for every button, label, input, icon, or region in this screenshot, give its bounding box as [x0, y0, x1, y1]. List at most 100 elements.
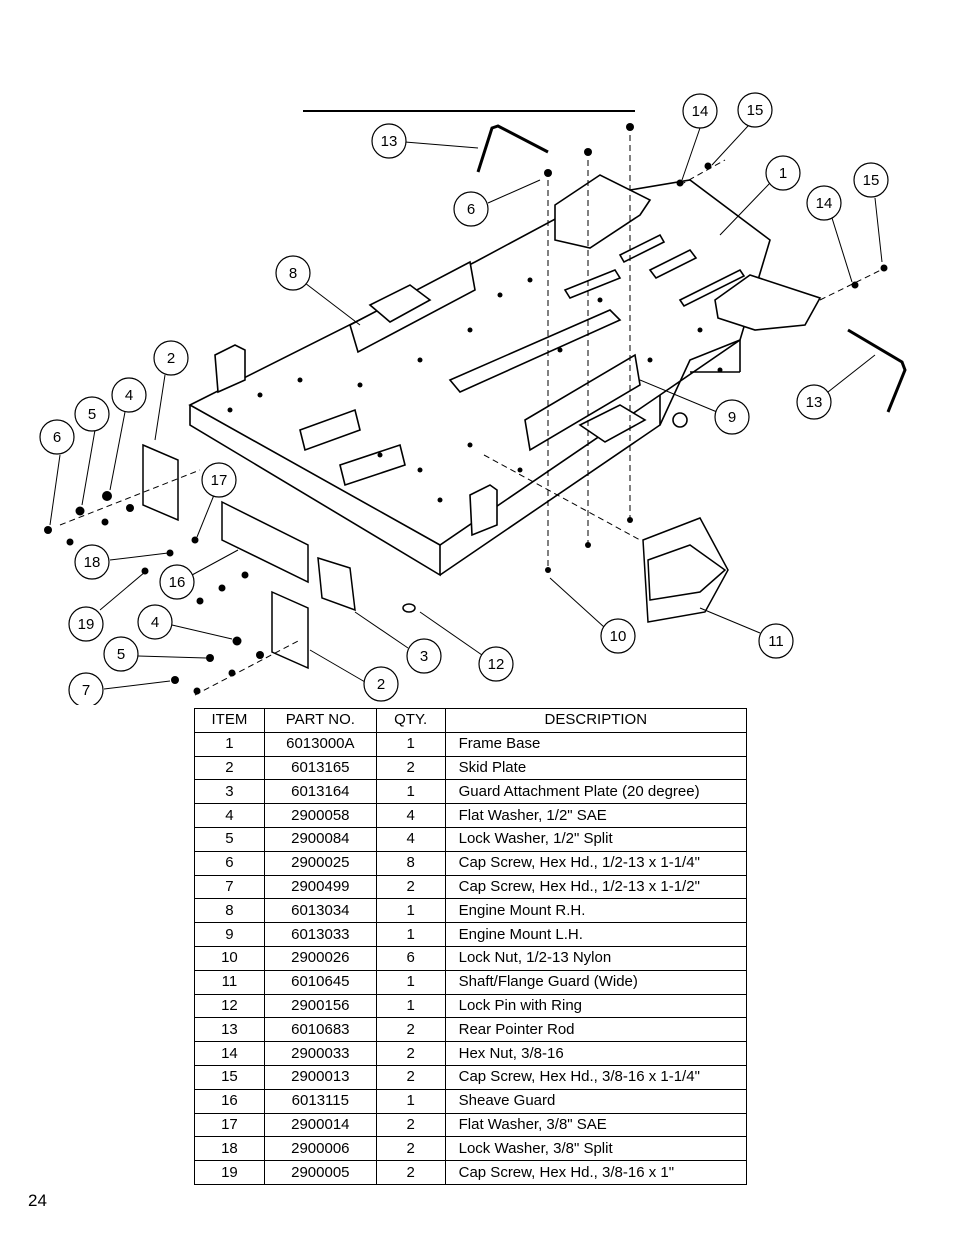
- callout-14-right: 14: [816, 195, 833, 212]
- callout-3: 3: [420, 648, 428, 665]
- table-header-row: ITEM PART NO. QTY. DESCRIPTION: [194, 708, 748, 733]
- cell-part-no: 6013000A: [263, 731, 377, 757]
- cell-qty: 1: [375, 969, 446, 995]
- cell-part-no: 6013034: [263, 898, 377, 924]
- callout-7: 7: [82, 682, 90, 699]
- cell-part-no: 6013164: [263, 779, 377, 805]
- cell-description: Lock Nut, 1/2-13 Nylon: [444, 945, 748, 971]
- header-description: DESCRIPTION: [444, 708, 748, 733]
- callout-5-lower: 5: [117, 646, 125, 663]
- cell-part-no: 2900499: [263, 874, 377, 900]
- callout-6-left: 6: [53, 429, 61, 446]
- callout-15-right: 15: [863, 172, 880, 189]
- leader-lines: [49, 125, 883, 690]
- cell-description: Lock Pin with Ring: [444, 993, 748, 1019]
- cell-description: Shaft/Flange Guard (Wide): [444, 969, 748, 995]
- cell-item: 15: [194, 1064, 265, 1090]
- cell-item: 3: [194, 779, 265, 805]
- cell-item: 16: [194, 1088, 265, 1114]
- cell-qty: 6: [375, 945, 446, 971]
- cell-part-no: 2900084: [263, 826, 377, 852]
- cell-qty: 2: [375, 1112, 446, 1138]
- cell-description: Cap Screw, Hex Hd., 3/8-16 x 1": [444, 1160, 748, 1185]
- cell-description: Cap Screw, Hex Hd., 1/2-13 x 1-1/4": [444, 850, 748, 876]
- hardware: [44, 123, 888, 695]
- cell-part-no: 6010645: [263, 969, 377, 995]
- callout-17: 17: [211, 472, 228, 489]
- callout-15-top: 15: [747, 102, 764, 119]
- cell-item: 7: [194, 874, 265, 900]
- header-qty: QTY.: [375, 708, 446, 733]
- cell-description: Rear Pointer Rod: [444, 1017, 748, 1043]
- callout-12: 12: [488, 656, 505, 673]
- cell-item: 2: [194, 755, 265, 781]
- cell-qty: 1: [375, 898, 446, 924]
- cell-item: 10: [194, 945, 265, 971]
- cell-qty: 2: [375, 1160, 446, 1185]
- cell-item: 4: [194, 803, 265, 828]
- callout-2-left: 2: [167, 350, 175, 367]
- cell-qty: 4: [375, 826, 446, 852]
- cell-description: Flat Washer, 3/8" SAE: [444, 1112, 748, 1138]
- cell-item: 1: [194, 731, 265, 757]
- cell-description: Frame Base: [444, 731, 748, 757]
- cell-qty: 1: [375, 922, 446, 947]
- cell-qty: 2: [375, 1017, 446, 1043]
- callout-labels: 13 6 14 15 1 14 15 8 2 4 5 6 17 18 16 19…: [53, 102, 880, 699]
- cell-item: 18: [194, 1136, 265, 1162]
- cell-item: 6: [194, 850, 265, 876]
- cell-qty: 2: [375, 755, 446, 781]
- cell-description: Hex Nut, 3/8-16: [444, 1041, 748, 1066]
- cell-description: Cap Screw, Hex Hd., 1/2-13 x 1-1/2": [444, 874, 748, 900]
- callout-10: 10: [610, 628, 627, 645]
- cell-part-no: 2900005: [263, 1160, 377, 1185]
- cell-part-no: 2900156: [263, 993, 377, 1019]
- assembly-lines: [59, 135, 886, 696]
- cell-part-no: 2900013: [263, 1064, 377, 1090]
- cell-qty: 1: [375, 731, 446, 757]
- header-item: ITEM: [194, 708, 265, 733]
- callouts: [39, 92, 889, 705]
- callout-5-left: 5: [88, 406, 96, 423]
- cell-item: 5: [194, 826, 265, 852]
- cell-part-no: 6013033: [263, 922, 377, 947]
- callout-6-top: 6: [467, 201, 475, 218]
- callout-8: 8: [289, 265, 297, 282]
- cell-item: 19: [194, 1160, 265, 1185]
- cell-part-no: 2900033: [263, 1041, 377, 1066]
- callout-13-top: 13: [381, 133, 398, 150]
- callout-13-right: 13: [806, 394, 823, 411]
- cell-description: Engine Mount R.H.: [444, 898, 748, 924]
- cell-description: Sheave Guard: [444, 1088, 748, 1114]
- cell-part-no: 6013165: [263, 755, 377, 781]
- frame-base: [188, 174, 822, 577]
- cell-qty: 1: [375, 993, 446, 1019]
- cell-description: Lock Washer, 3/8" Split: [444, 1136, 748, 1162]
- cell-part-no: 2900058: [263, 803, 377, 828]
- cell-description: Guard Attachment Plate (20 degree): [444, 779, 748, 805]
- cell-qty: 2: [375, 1041, 446, 1066]
- cell-description: Engine Mount L.H.: [444, 922, 748, 947]
- cell-description: Flat Washer, 1/2" SAE: [444, 803, 748, 828]
- frame-holes: [227, 277, 723, 503]
- cell-part-no: 2900026: [263, 945, 377, 971]
- callout-1: 1: [779, 165, 787, 182]
- page-number: 24: [28, 1191, 47, 1210]
- callout-16: 16: [169, 574, 186, 591]
- cell-qty: 2: [375, 874, 446, 900]
- header-part-no: PART NO.: [263, 708, 377, 733]
- cell-qty: 2: [375, 1136, 446, 1162]
